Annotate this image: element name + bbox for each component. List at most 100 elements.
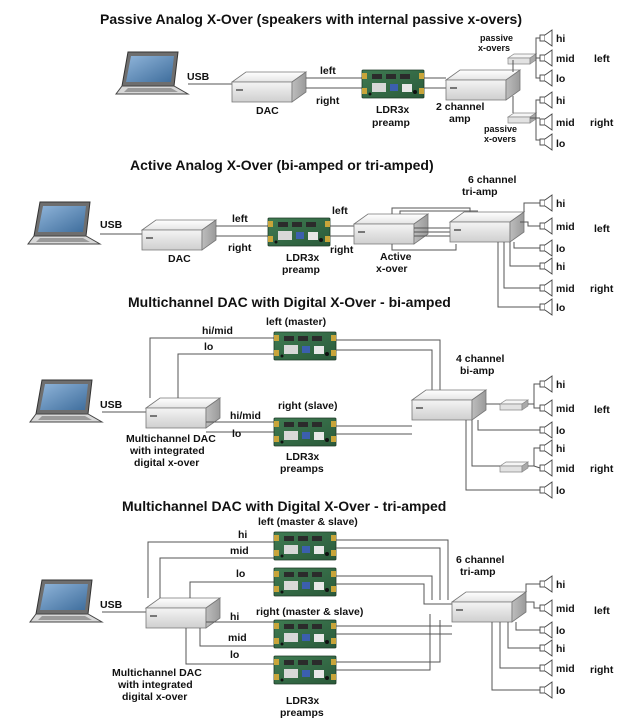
laptop-icon — [29, 579, 103, 623]
dac-box — [141, 219, 217, 251]
passive-section-title: Passive Analog X-Over (speakers with int… — [100, 11, 522, 27]
driver-label: hi — [556, 579, 565, 591]
dac-label-3: digital x-over — [134, 457, 199, 469]
tri-amped-section-title: Multichannel DAC with Digital X-Over - t… — [122, 498, 446, 514]
driver-label: hi — [556, 261, 565, 273]
amp-label-2: tri-amp — [462, 186, 498, 198]
amp-label-2: amp — [449, 113, 471, 125]
speaker-driver-icon — [539, 194, 553, 212]
dac-label-1: Multichannel DAC — [112, 667, 202, 679]
lo-channel-label: lo — [230, 649, 239, 661]
speaker-driver-icon — [539, 481, 553, 499]
driver-label: lo — [556, 73, 565, 85]
laptop-icon — [27, 201, 101, 245]
xover-label-2: x-over — [376, 263, 408, 275]
speaker-driver-icon — [539, 681, 553, 699]
speaker-driver-icon — [539, 375, 553, 393]
left-speaker-label: left — [594, 53, 610, 65]
speaker-driver-icon — [539, 298, 553, 316]
preamp-label-1: LDR3x — [376, 104, 409, 116]
amp-label-2: tri-amp — [460, 566, 496, 578]
six-channel-tri-amp-box — [449, 211, 525, 243]
usb-label: USB — [100, 599, 123, 611]
hi-mid-channel-label: hi/mid — [230, 410, 261, 422]
active-section-title: Active Analog X-Over (bi-amped or tri-am… — [130, 157, 434, 173]
amp-label-2: bi-amp — [460, 365, 494, 377]
speaker-driver-icon — [539, 29, 553, 47]
mid-channel-label: mid — [228, 632, 247, 644]
usb-label: USB — [100, 399, 123, 411]
driver-label: lo — [556, 302, 565, 314]
preamps-label-2: preamps — [280, 463, 324, 475]
speaker-driver-icon — [539, 239, 553, 257]
passive-xover-module — [499, 399, 529, 411]
active-xover-box — [353, 213, 429, 245]
amp-label-1: 4 channel — [456, 353, 505, 365]
speaker-driver-icon — [539, 639, 553, 657]
left-speaker-label: left — [594, 223, 610, 235]
bi-amped-section-title: Multichannel DAC with Digital X-Over - b… — [128, 294, 451, 310]
right-speaker-label: right — [590, 117, 614, 129]
dac-label-2: with integrated — [117, 679, 193, 691]
driver-label: lo — [556, 485, 565, 497]
right-speaker-label: right — [590, 664, 614, 676]
top-boards-label: left (master & slave) — [258, 516, 358, 528]
ldr3x-board — [273, 567, 337, 597]
ldr3x-slave-board — [273, 417, 337, 447]
driver-label: hi — [556, 643, 565, 655]
laptop-icon — [29, 379, 103, 423]
right-signal-label: right — [228, 242, 252, 254]
bottom-boards-label: right (master & slave) — [256, 606, 363, 618]
right-signal-label: right — [316, 95, 340, 107]
laptop-icon — [115, 51, 189, 95]
slave-board-label: right (slave) — [278, 400, 338, 412]
driver-label: mid — [556, 117, 575, 129]
speaker-driver-icon — [539, 49, 553, 67]
speaker-driver-icon — [539, 599, 553, 617]
driver-label: hi — [556, 198, 565, 210]
ldr3x-preamp-board — [267, 217, 331, 247]
speaker-driver-icon — [539, 575, 553, 593]
amp-label-1: 6 channel — [468, 174, 517, 186]
left-speaker-label: left — [594, 404, 610, 416]
speaker-driver-icon — [539, 133, 553, 151]
dac-label: DAC — [168, 253, 191, 265]
driver-label: mid — [556, 283, 575, 295]
mid-channel-label: mid — [230, 545, 249, 557]
ldr3x-board — [273, 531, 337, 561]
hi-mid-channel-label: hi/mid — [202, 325, 233, 337]
lo-channel-label: lo — [232, 428, 241, 440]
speaker-driver-icon — [539, 421, 553, 439]
four-channel-bi-amp-box — [411, 389, 487, 421]
dac-label-2: with integrated — [129, 445, 205, 457]
driver-label: hi — [556, 95, 565, 107]
driver-label: lo — [556, 625, 565, 637]
driver-label: lo — [556, 685, 565, 697]
driver-label: hi — [556, 443, 565, 455]
multichannel-dac-box — [145, 397, 221, 429]
driver-label: hi — [556, 33, 565, 45]
dac-label-1: Multichannel DAC — [126, 433, 216, 445]
dac-label: DAC — [256, 105, 279, 117]
passive-xover-label-top-2: x-overs — [478, 43, 510, 53]
driver-label: lo — [556, 425, 565, 437]
preamp-label-2: preamp — [372, 117, 410, 129]
ldr3x-board — [273, 655, 337, 685]
dac-label-3: digital x-over — [122, 691, 187, 703]
speaker-driver-icon — [539, 439, 553, 457]
speaker-driver-icon — [539, 113, 553, 131]
preamps-label-2: preamps — [280, 707, 324, 719]
driver-label: mid — [556, 53, 575, 65]
lo-channel-label: lo — [236, 568, 245, 580]
preamps-label-1: LDR3x — [286, 451, 319, 463]
speaker-driver-icon — [539, 621, 553, 639]
ldr3x-board — [273, 619, 337, 649]
ldr3x-master-board — [273, 331, 337, 361]
driver-label: lo — [556, 243, 565, 255]
passive-xover-label-bottom-1: passive — [484, 124, 517, 134]
driver-label: mid — [556, 663, 575, 675]
passive-xover-label-bottom-2: x-overs — [484, 134, 516, 144]
xover-label-1: Active — [380, 251, 412, 263]
